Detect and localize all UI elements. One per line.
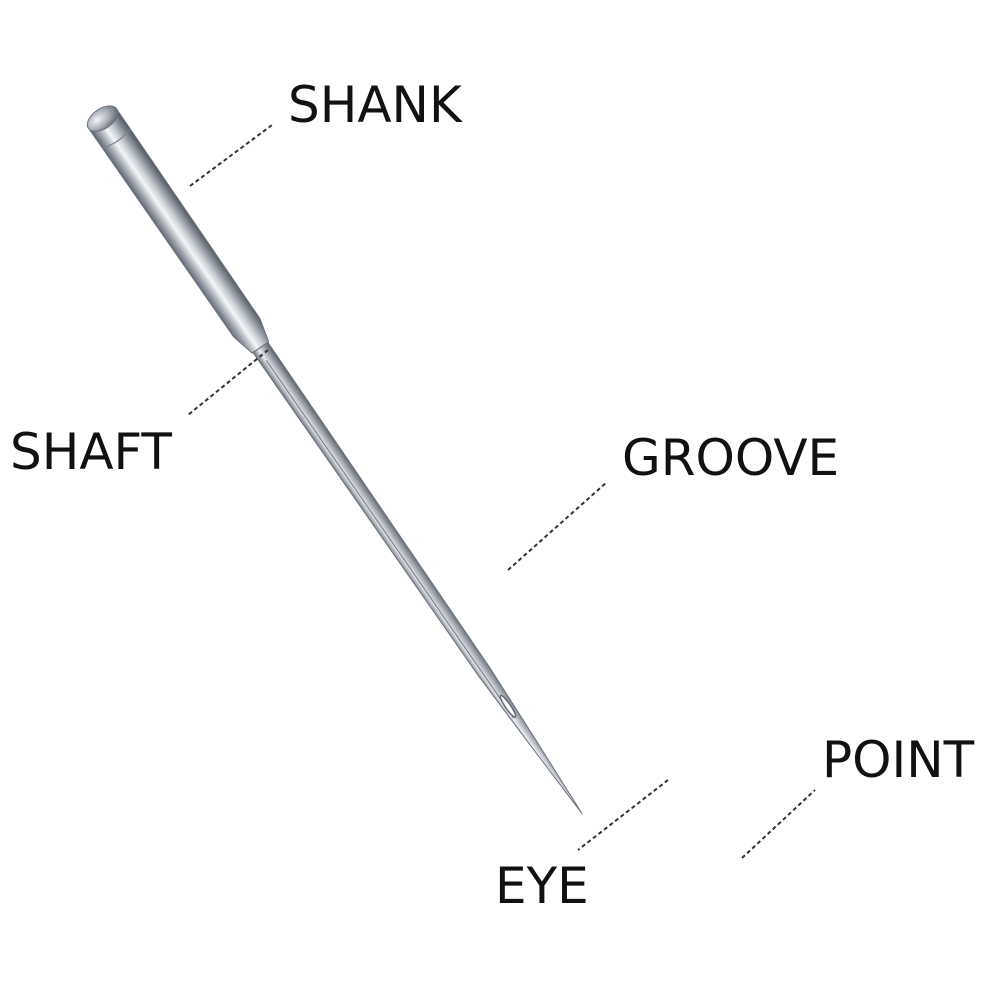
point-leader: [741, 789, 816, 859]
label-shank: SHANK: [288, 76, 463, 134]
label-shaft: SHAFT: [10, 423, 172, 481]
sewing-needle: [86, 105, 583, 815]
label-eye: EYE: [495, 857, 589, 915]
shank-leader: [189, 124, 273, 187]
needle-eye: [499, 694, 517, 718]
label-point: POINT: [822, 731, 975, 789]
needle-cap: [86, 105, 119, 132]
needle-groove: [265, 360, 515, 719]
eye-leader: [577, 779, 669, 851]
groove-leader: [507, 481, 608, 571]
shaft-leader: [187, 349, 269, 416]
label-groove: GROOVE: [622, 429, 839, 487]
needle-shank: [86, 106, 270, 354]
